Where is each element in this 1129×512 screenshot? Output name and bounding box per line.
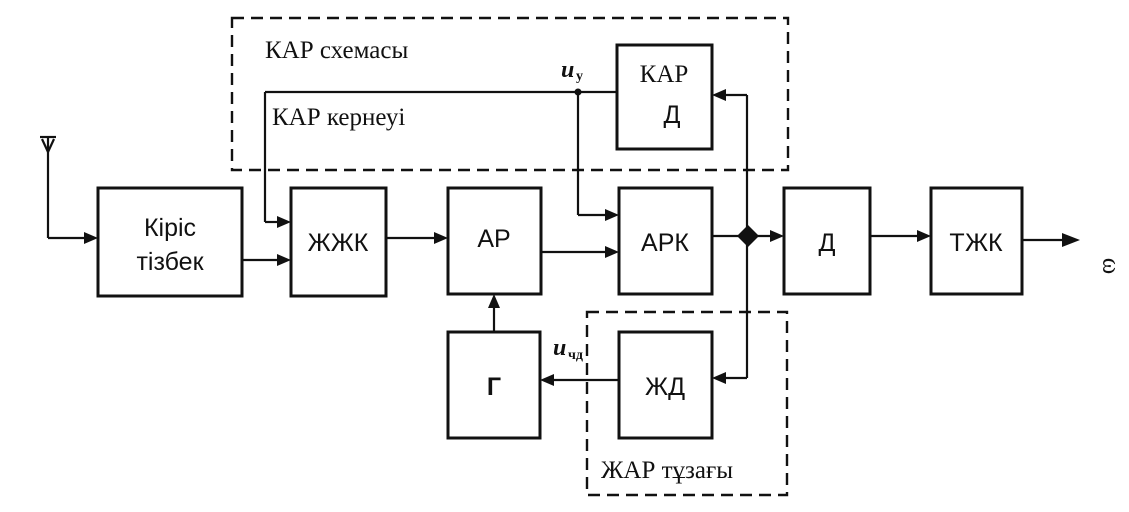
kar-scheme-title: КАР схемасы (265, 37, 408, 64)
ar-block (446, 186, 543, 296)
kar-d-label-line2: Д (664, 101, 681, 129)
ar-label: АР (477, 225, 510, 253)
g-block (446, 330, 542, 440)
g-label: Г (487, 373, 501, 401)
zhzhk-label: ЖЖК (308, 229, 369, 257)
omega-output-label: ω (1097, 258, 1124, 274)
input-block-label-line1: Кіріс (144, 214, 196, 242)
tzhk-label: ТЖК (949, 229, 1003, 257)
u-chd-subscript: чд (568, 348, 583, 363)
d-label: Д (819, 229, 836, 257)
arrowheads (84, 88, 1080, 386)
u-chd-symbol: u (553, 335, 566, 361)
ark-label: АРК (641, 229, 689, 257)
kar-region-outline (230, 16, 790, 172)
kar-voltage-label: КАР кернеуі (272, 104, 405, 131)
input-block-label-line2: тізбек (136, 248, 204, 276)
zhd-label: ЖД (645, 373, 685, 401)
kar-d-label-line1: КАР (640, 61, 689, 88)
zhar-region-outline (585, 310, 789, 497)
tzhk-block (929, 186, 1024, 296)
zhzhk-block (289, 186, 388, 298)
zhd-block (617, 330, 714, 440)
connections (40, 90, 1063, 382)
ark-block (617, 186, 714, 296)
u-y-subscript: у (576, 69, 583, 84)
u-y-symbol: u (561, 57, 574, 83)
kar-detector-block (615, 43, 714, 151)
zhar-loop-label: ЖАР тұзағы (601, 457, 733, 484)
input-circuit-block (96, 186, 244, 298)
d-block (782, 186, 872, 296)
